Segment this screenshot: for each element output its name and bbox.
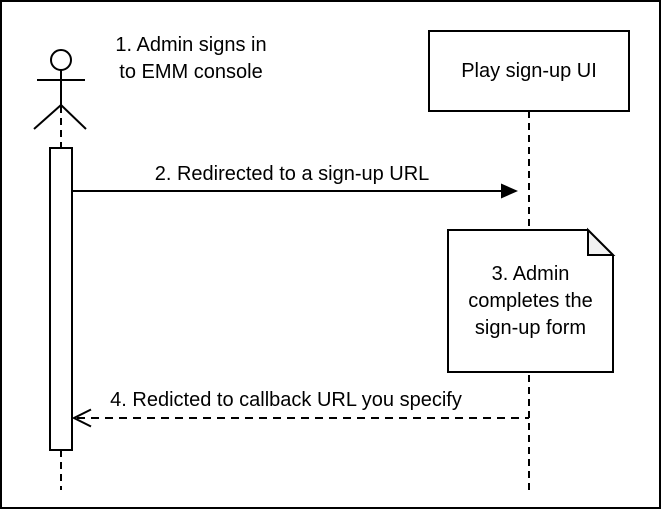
note-outline	[447, 229, 614, 373]
step1-annotation: 1. Admin signs in to EMM console	[115, 34, 267, 83]
activation-bar-admin	[49, 147, 73, 451]
message-4-open-arrowhead	[71, 408, 92, 428]
actor-left-leg	[33, 104, 62, 130]
message-4-arrow	[71, 408, 529, 428]
note-shape	[447, 227, 616, 373]
actor-head	[50, 49, 72, 71]
step2-message-label: 2. Redirected to a sign-up URL	[154, 163, 430, 185]
actor-right-leg	[60, 104, 87, 130]
step4-message-label: 4. Redicted to callback URL you specify	[110, 389, 462, 411]
actor-admin-figure	[33, 49, 87, 130]
message-2-arrowhead	[501, 183, 518, 199]
step3-note-text: 3. Admin completes the sign-up form	[468, 262, 593, 339]
note-folded-corner	[587, 227, 616, 256]
play-signup-ui-box	[428, 30, 630, 112]
message-2-arrow	[72, 183, 518, 199]
participant-play-signup-ui-label: Play sign-up UI	[461, 59, 597, 82]
